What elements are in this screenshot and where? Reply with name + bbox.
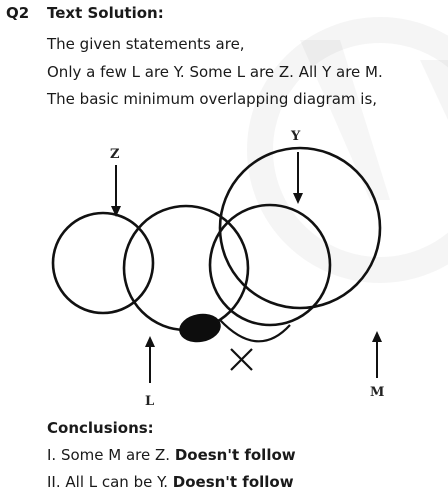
conclusion-verdict: Doesn't follow <box>172 473 294 491</box>
venn-diagram: Z Y L M <box>51 129 384 409</box>
question-number: Q2 <box>6 4 30 22</box>
arrow-z <box>111 165 121 217</box>
label-l: L <box>145 394 154 409</box>
conclusion-item: II. All L can be Y. Doesn't follow <box>47 473 294 491</box>
label-m: M <box>370 385 384 400</box>
circle-y <box>208 203 332 327</box>
conclusion-item: I. Some M are Z. Doesn't follow <box>47 446 296 464</box>
question-header: Q2 Text Solution: <box>6 4 164 22</box>
arrow-y <box>293 152 303 204</box>
conclusion-verdict: Doesn't follow <box>174 446 296 464</box>
solution-heading: Text Solution: <box>47 4 164 22</box>
conclusion-text: II. All L can be Y. <box>47 473 173 491</box>
conclusion-text: I. Some M are Z. <box>47 446 175 464</box>
conclusions-title: Conclusions: <box>47 419 154 437</box>
arrow-l <box>145 336 155 383</box>
shaded-region <box>179 313 221 343</box>
possible-region-arc <box>219 319 291 343</box>
label-z: Z <box>110 147 120 162</box>
arrow-m <box>372 331 382 378</box>
statements-text: Only a few L are Y. Some L are Z. All Y … <box>47 63 383 81</box>
label-y: Y <box>290 129 301 144</box>
cross-mark <box>230 348 253 371</box>
circle-m <box>218 146 382 310</box>
statements-intro: The given statements are, <box>47 35 245 53</box>
diagram-intro: The basic minimum overlapping diagram is… <box>47 90 378 108</box>
circle-z <box>51 211 155 315</box>
